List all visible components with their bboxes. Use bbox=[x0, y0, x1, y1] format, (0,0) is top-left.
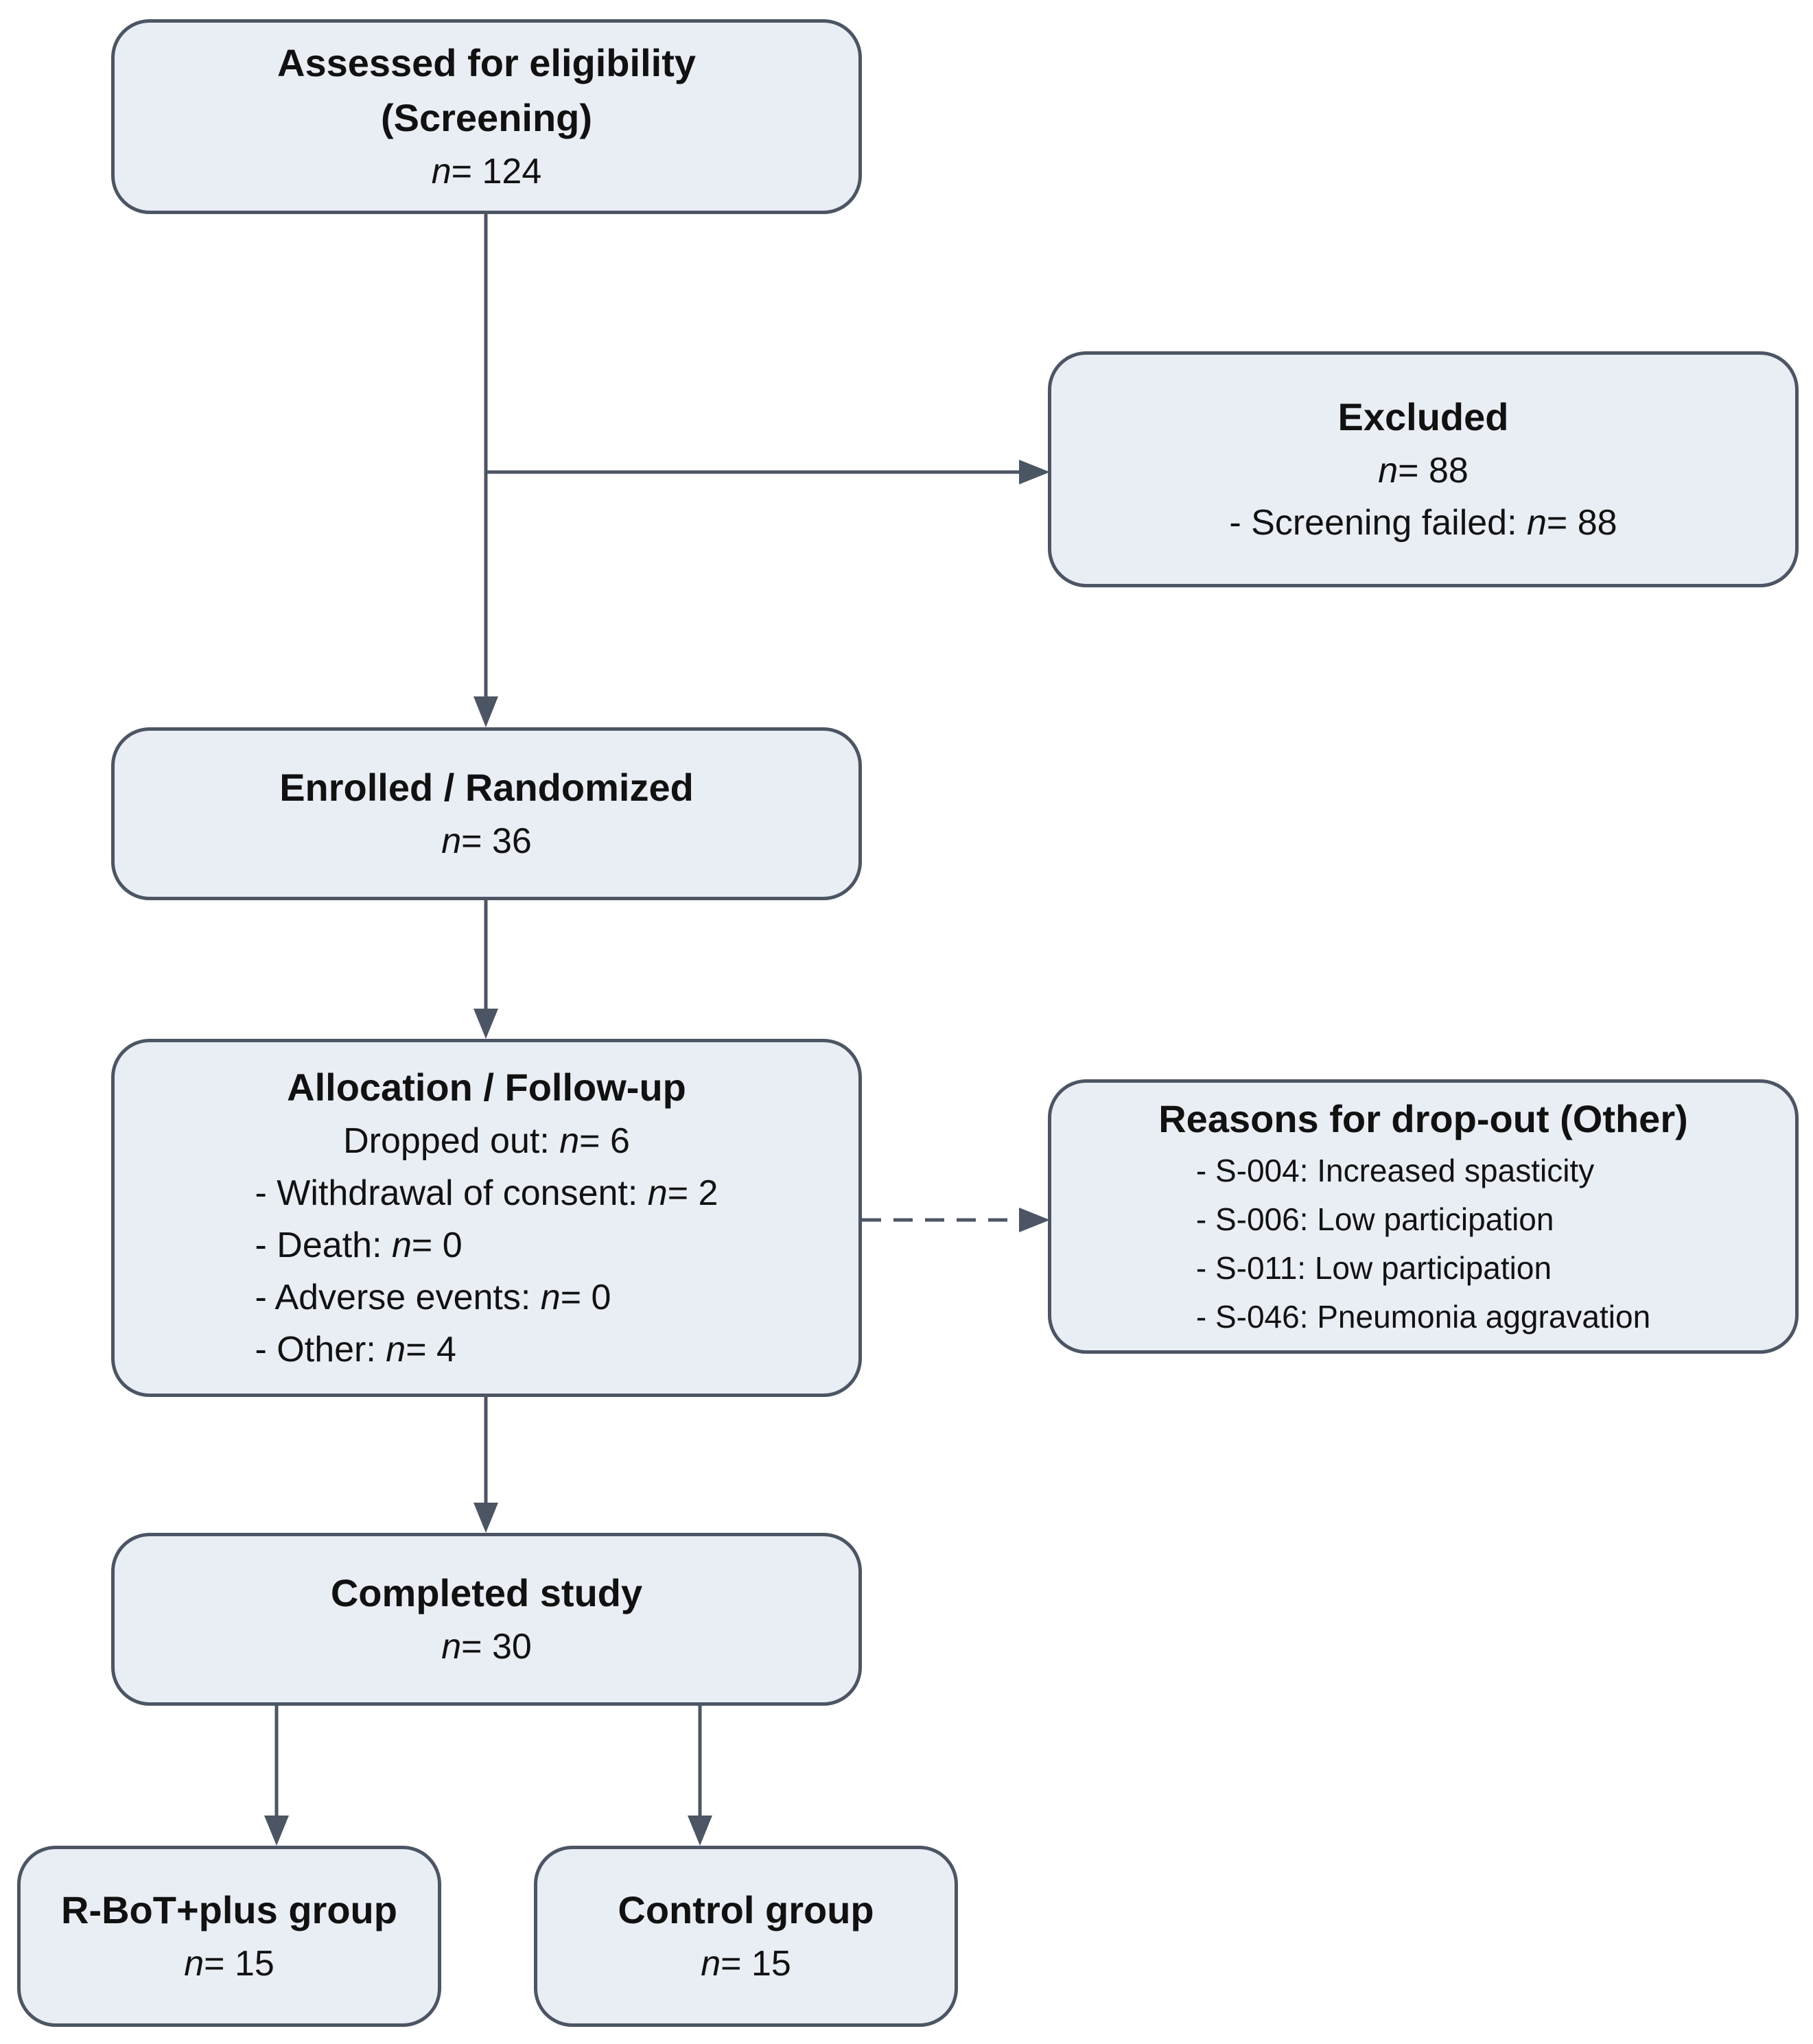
list-item: - S-006: Low participation bbox=[1195, 1201, 1554, 1237]
allocation-title: Allocation / Follow-up bbox=[287, 1066, 686, 1109]
completed-title: Completed study bbox=[330, 1571, 643, 1614]
enrolled-title: Enrolled / Randomized bbox=[279, 766, 694, 809]
control-group-n: n= 15 bbox=[701, 1944, 791, 1984]
arrowhead-excluded bbox=[1019, 460, 1050, 484]
list-item: - Adverse events: n= 0 bbox=[255, 1278, 611, 1317]
enrolled-n: n= 36 bbox=[441, 821, 532, 861]
excluded-title: Excluded bbox=[1337, 395, 1509, 438]
control-group-title: Control group bbox=[618, 1888, 874, 1931]
reasons-list: - S-004: Increased spasticity - S-006: L… bbox=[1196, 1147, 1650, 1341]
completed-n: n= 30 bbox=[441, 1627, 532, 1667]
screening-box: Assessed for eligibility (Screening) n= … bbox=[111, 19, 862, 214]
completed-box: Completed study n= 30 bbox=[111, 1533, 862, 1706]
control-group-box: Control group n= 15 bbox=[534, 1846, 958, 2027]
arrowhead-completed bbox=[473, 1503, 498, 1533]
list-item: - S-011: Low participation bbox=[1195, 1250, 1552, 1286]
screening-n: n= 124 bbox=[431, 152, 542, 191]
list-item: - Death: n= 0 bbox=[255, 1225, 463, 1265]
arrowhead-reasons bbox=[1019, 1208, 1050, 1232]
reasons-title: Reasons for drop-out (Other) bbox=[1158, 1097, 1688, 1140]
screening-title-line2: (Screening) bbox=[380, 96, 593, 139]
allocation-box: Allocation / Follow-up Dropped out: n= 6… bbox=[111, 1039, 862, 1397]
list-item: - S-004: Increased spasticity bbox=[1195, 1153, 1595, 1188]
rbot-group-title: R-BoT+plus group bbox=[61, 1888, 397, 1931]
arrowhead-control bbox=[688, 1816, 712, 1846]
excluded-detail: - Screening failed: n= 88 bbox=[1229, 503, 1617, 543]
rbot-group-box: R-BoT+plus group n= 15 bbox=[17, 1846, 441, 2027]
arrowhead-allocation bbox=[473, 1009, 498, 1039]
allocation-list: - Withdrawal of consent: n= 2 - Death: n… bbox=[255, 1167, 718, 1376]
reasons-box: Reasons for drop-out (Other) - S-004: In… bbox=[1048, 1079, 1799, 1354]
excluded-n: n= 88 bbox=[1378, 451, 1469, 491]
list-item: - Withdrawal of consent: n= 2 bbox=[255, 1173, 718, 1213]
rbot-group-n: n= 15 bbox=[184, 1944, 274, 1984]
list-item: - S-046: Pneumonia aggravation bbox=[1195, 1299, 1651, 1335]
list-item: - Other: n= 4 bbox=[255, 1330, 456, 1370]
arrowhead-enrolled bbox=[473, 696, 498, 727]
arrowhead-rbot bbox=[264, 1816, 289, 1846]
excluded-box: Excluded n= 88 - Screening failed: n= 88 bbox=[1048, 351, 1799, 587]
allocation-dropped: Dropped out: n= 6 bbox=[343, 1121, 630, 1161]
enrolled-box: Enrolled / Randomized n= 36 bbox=[111, 727, 862, 900]
screening-title-line1: Assessed for eligibility bbox=[277, 41, 696, 84]
